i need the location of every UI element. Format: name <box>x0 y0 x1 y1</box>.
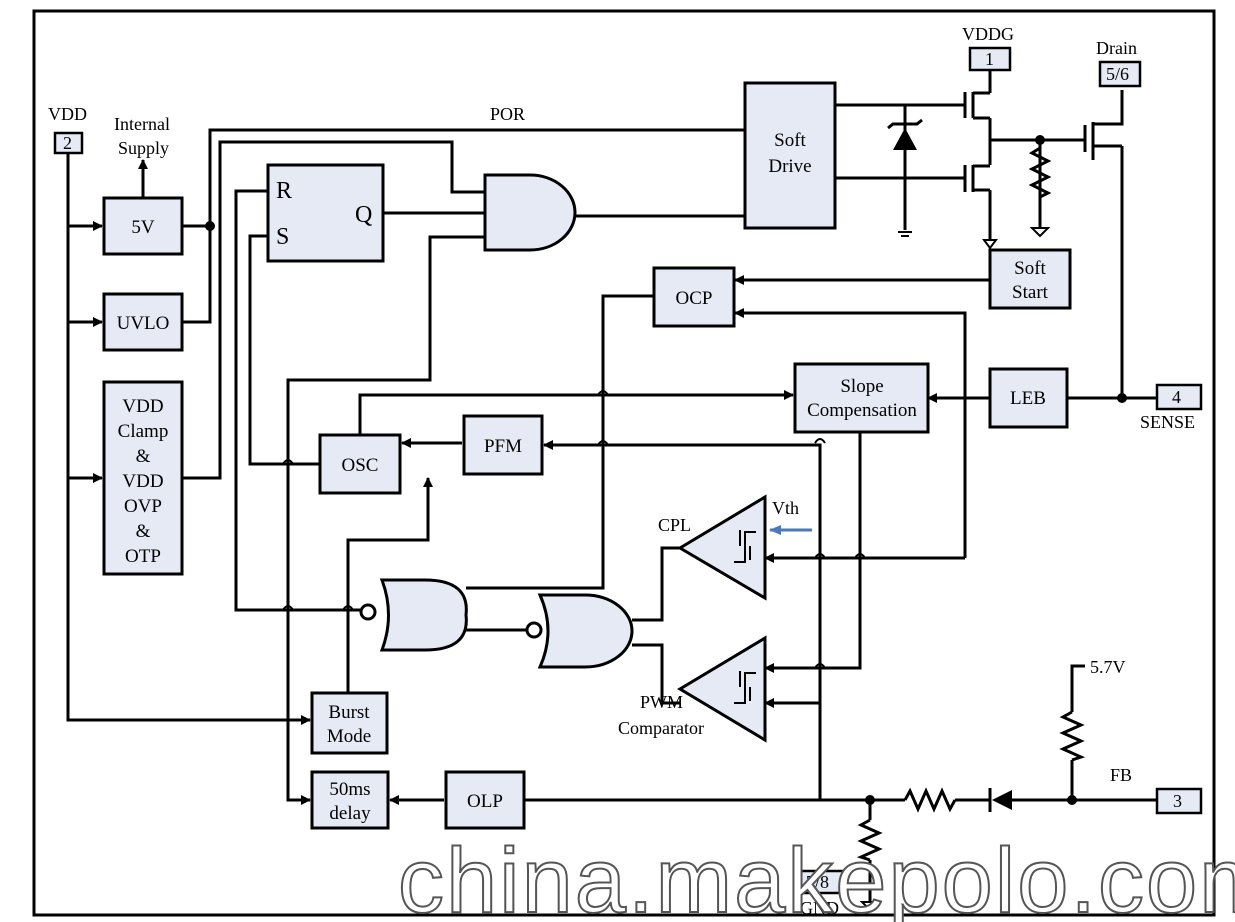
block-5v: 5V <box>102 196 184 256</box>
svg-text:R: R <box>276 178 292 204</box>
svg-text:Drain: Drain <box>1096 38 1137 58</box>
por-label: POR <box>490 104 525 124</box>
block-leb: LEB <box>988 367 1069 429</box>
pullup-resistor: 5.7V <box>1059 657 1126 762</box>
pin-fb: FB 3 <box>1110 765 1203 815</box>
svg-text:VDD: VDD <box>48 104 87 124</box>
gate-resistor <box>1028 146 1052 238</box>
svg-text:OSC: OSC <box>342 455 379 476</box>
internal-supply-label: Internal Supply <box>114 114 170 158</box>
svg-text:Drive: Drive <box>768 156 811 177</box>
svg-text:5V: 5V <box>131 217 155 238</box>
gnd-resistor <box>856 818 883 912</box>
svg-text:VDDG: VDDG <box>962 24 1014 44</box>
svg-text:Q: Q <box>355 202 372 228</box>
mosfet-upper <box>963 91 990 120</box>
svg-text:1: 1 <box>985 49 994 69</box>
svg-text:delay: delay <box>329 803 371 824</box>
pin-drain: Drain 5/6 <box>1096 38 1142 88</box>
pin-gnd: 7/8 GND <box>798 869 847 918</box>
block-vdd-clamp: VDD Clamp & VDD OVP & OTP <box>102 380 184 576</box>
svg-text:Soft: Soft <box>1014 258 1046 279</box>
block-50ms-delay: 50ms delay <box>310 770 390 830</box>
mosfet-power <box>1083 90 1124 160</box>
block-uvlo: UVLO <box>102 292 184 352</box>
fb-resistor-h <box>903 787 957 813</box>
svg-text:GND: GND <box>800 898 839 918</box>
mosfet-lower <box>963 164 998 250</box>
svg-text:Supply: Supply <box>118 138 169 158</box>
svg-text:Mode: Mode <box>327 726 371 747</box>
svg-text:OVP: OVP <box>124 496 162 517</box>
svg-text:CPL: CPL <box>658 515 691 535</box>
sr-flipflop: R S Q <box>266 163 385 263</box>
svg-text:OCP: OCP <box>676 288 713 309</box>
svg-text:Vth: Vth <box>772 498 799 518</box>
cpl-comparator: CPL <box>658 494 767 601</box>
svg-text:Start: Start <box>1012 282 1049 303</box>
svg-text:UVLO: UVLO <box>117 313 170 334</box>
pin-vddg: VDDG 1 <box>962 24 1014 72</box>
svg-text:Comparator: Comparator <box>618 718 704 738</box>
svg-text:OTP: OTP <box>125 546 161 567</box>
svg-text:&: & <box>136 521 151 542</box>
block-olp: OLP <box>444 770 526 830</box>
block-pfm: PFM <box>462 414 544 476</box>
block-soft-drive: Soft Drive <box>743 81 837 230</box>
block-slope-compensation: Slope Compensation <box>793 362 930 434</box>
nand-gate-2 <box>525 593 634 669</box>
svg-text:VDD: VDD <box>122 471 163 492</box>
wire-crossovers <box>282 390 866 669</box>
svg-text:2: 2 <box>63 133 72 153</box>
svg-text:Compensation: Compensation <box>807 400 917 421</box>
svg-text:&: & <box>136 446 151 467</box>
block-ocp: OCP <box>652 266 736 328</box>
svg-text:Burst: Burst <box>328 702 370 723</box>
svg-text:7/8: 7/8 <box>806 872 829 892</box>
fb-diode <box>988 788 1030 812</box>
svg-text:Slope: Slope <box>840 376 883 397</box>
svg-text:3: 3 <box>1173 791 1182 811</box>
pwm-comparator: PWM Comparator <box>618 635 767 743</box>
svg-text:OLP: OLP <box>467 791 503 812</box>
svg-text:5/6: 5/6 <box>1106 64 1129 84</box>
nand-gate-1 <box>359 578 468 652</box>
svg-text:PFM: PFM <box>484 436 522 457</box>
wiring <box>66 70 1157 902</box>
svg-text:LEB: LEB <box>1010 388 1046 409</box>
svg-text:FB: FB <box>1110 765 1132 785</box>
svg-text:VDD: VDD <box>122 396 163 417</box>
svg-text:5.7V: 5.7V <box>1090 657 1126 677</box>
svg-text:S: S <box>276 224 289 250</box>
svg-text:PWM: PWM <box>640 692 683 712</box>
svg-text:Soft: Soft <box>774 130 806 151</box>
and-gate <box>483 173 577 252</box>
svg-text:Clamp: Clamp <box>118 421 169 442</box>
block-soft-start: Soft Start <box>988 248 1072 310</box>
vth-arrow: Vth <box>769 498 812 535</box>
pin-vdd: VDD 2 <box>48 104 87 155</box>
junction-dots <box>205 135 1127 805</box>
watermark: china.makepolo.com <box>398 830 1235 922</box>
block-osc: OSC <box>318 433 402 495</box>
block-burst-mode: Burst Mode <box>310 691 389 755</box>
svg-text:50ms: 50ms <box>329 779 370 800</box>
zener-diode <box>887 118 923 237</box>
svg-text:4: 4 <box>1172 387 1181 407</box>
pin-sense: 4 SENSE <box>1140 383 1203 432</box>
svg-text:Internal: Internal <box>114 114 170 134</box>
svg-text:SENSE: SENSE <box>1140 412 1195 432</box>
diagram-frame <box>32 9 1216 917</box>
